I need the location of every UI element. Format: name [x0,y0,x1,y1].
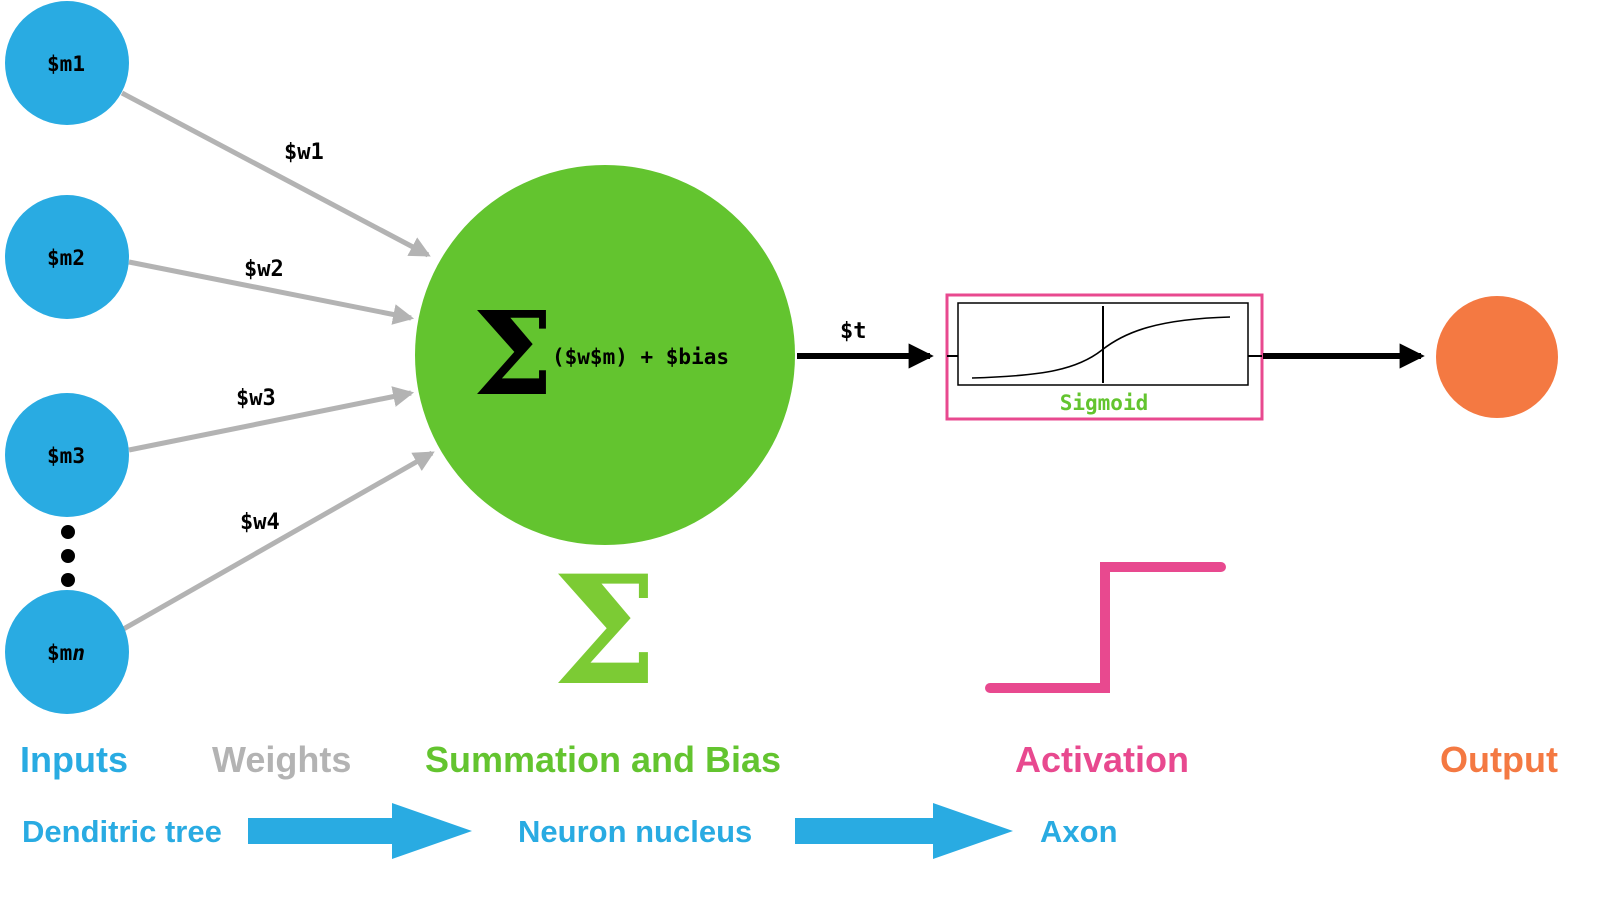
sigmoid-curve [971,316,1231,379]
legend-activation: Activation [1015,739,1189,780]
input-nodes: $m1 $m2 $m3 $mn [5,1,129,714]
weight-label-w2: $w2 [244,257,284,282]
input-node-mn [5,590,129,714]
input-node-m2 [5,195,129,319]
summation-node: Σ ($w$m) + $bias [415,165,795,545]
block-arrow-1 [248,803,472,859]
sigma-symbol: Σ [472,287,553,422]
analogy-dendritic-tree: Denditric tree [22,814,222,849]
step-function-symbol [985,562,1226,693]
big-sigma-symbol: Σ [552,543,658,719]
legend-row: Inputs Weights Summation and Bias Activa… [20,739,1558,780]
block-arrow-2 [795,803,1013,859]
summation-formula: ($w$m) + $bias [552,345,729,369]
weight-arrows [118,90,435,634]
input-node-label-m2: $m2 [47,246,85,270]
legend-inputs: Inputs [20,739,128,780]
weight-arrow-4 [118,450,435,634]
weight-labels: $w1 $w2 $w3 $w4 [236,140,324,535]
input-node-m3 [5,393,129,517]
input-node-label-mn: $mn [47,641,85,665]
weight-arrow-2 [128,259,415,325]
weight-arrow-1 [120,90,431,258]
weight-label-w3: $w3 [236,386,276,411]
legend-summation: Summation and Bias [425,739,781,780]
activation-block: Sigmoid [945,293,1264,421]
ellipsis-dot [61,573,75,587]
input-node-label-m1: $m1 [47,52,85,76]
ellipsis-dot [61,525,75,539]
legend-weights: Weights [212,739,351,780]
input-node-m1 [5,1,129,125]
output-node [1436,296,1558,418]
analogy-neuron-nucleus: Neuron nucleus [518,814,752,849]
weight-arrow-3 [128,386,415,453]
weight-label-w4: $w4 [240,510,280,535]
signal-t-label: $t [840,319,867,344]
ellipsis-dot [61,549,75,563]
analogy-axon: Axon [1040,814,1118,849]
analogy-row: Denditric tree Neuron nucleus Axon [22,803,1118,859]
input-node-label-m3: $m3 [47,444,85,468]
output-section [1263,296,1558,418]
summation-circle [415,165,795,545]
legend-output: Output [1440,739,1558,780]
input-ellipsis-dots [61,525,75,587]
signal-arrow: $t [797,319,934,369]
weight-label-w1: $w1 [284,140,324,165]
activation-block-label: Sigmoid [1060,391,1149,415]
